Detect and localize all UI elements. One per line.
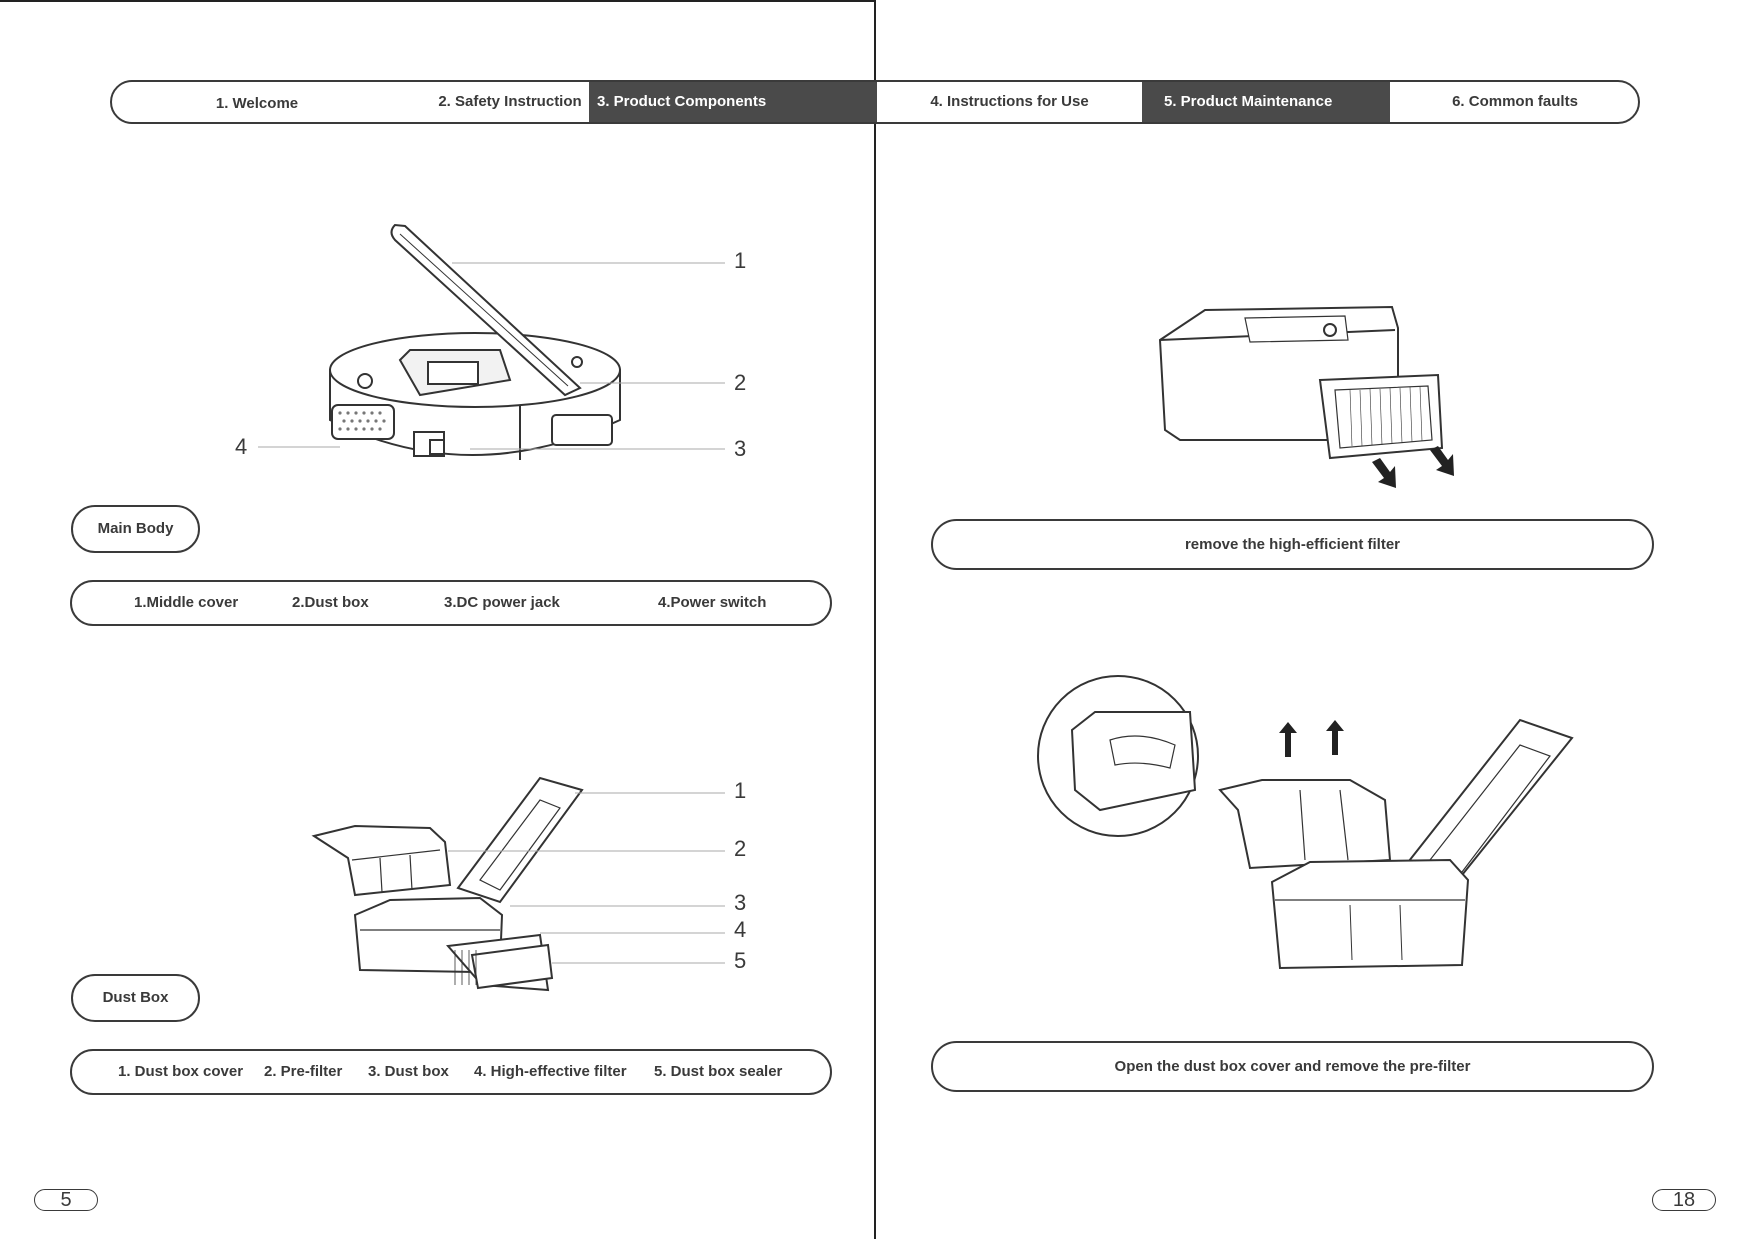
legend-item: 2. Pre-filter <box>264 1063 343 1080</box>
dust-box-legend: 1. Dust box cover 2. Pre-filter 3. Dust … <box>70 1049 832 1095</box>
legend-item: 5. Dust box sealer <box>654 1063 783 1080</box>
step-caption-open-cover: Open the dust box cover and remove the p… <box>931 1041 1654 1092</box>
legend-item: 2.Dust box <box>292 594 369 611</box>
callout-number: 3 <box>734 890 747 915</box>
callout-number: 3 <box>734 436 747 461</box>
callout-number: 4 <box>734 917 747 942</box>
page-number-right: 18 <box>1652 1189 1716 1211</box>
legend-item: 3.DC power jack <box>444 594 560 611</box>
chapter-nav-bar: 1. Welcome 2. Safety Instruction 3. Prod… <box>110 80 1640 124</box>
callout-number: 1 <box>734 248 747 273</box>
nav-tab-welcome[interactable]: 1. Welcome <box>215 95 299 112</box>
nav-tab-product-components[interactable]: 3. Product Components <box>589 82 877 122</box>
section-label-main-body: Main Body <box>71 505 200 553</box>
callout-number: 2 <box>734 836 747 861</box>
callout-number: 5 <box>734 948 747 973</box>
page-number-left: 5 <box>34 1189 98 1211</box>
legend-item: 4.Power switch <box>658 594 767 611</box>
callout-number: 4 <box>235 434 248 459</box>
nav-tab-safety-instruction[interactable]: 2. Safety Instruction <box>438 93 582 110</box>
nav-tab-product-maintenance[interactable]: 5. Product Maintenance <box>1142 82 1390 122</box>
callout-number: 1 <box>734 778 747 803</box>
nav-tab-instructions-for-use[interactable]: 4. Instructions for Use <box>930 93 1089 110</box>
main-body-legend: 1.Middle cover 2.Dust box 3.DC power jac… <box>70 580 832 626</box>
section-label-dust-box: Dust Box <box>71 974 200 1022</box>
legend-item: 1. Dust box cover <box>118 1063 244 1080</box>
nav-tab-common-faults[interactable]: 6. Common faults <box>1452 93 1578 110</box>
step-caption-remove-filter: remove the high-efficient filter <box>931 519 1654 570</box>
legend-item: 1.Middle cover <box>134 594 239 611</box>
callout-number: 2 <box>734 370 747 395</box>
legend-item: 4. High-effective filter <box>474 1063 627 1080</box>
legend-item: 3. Dust box <box>368 1063 449 1080</box>
